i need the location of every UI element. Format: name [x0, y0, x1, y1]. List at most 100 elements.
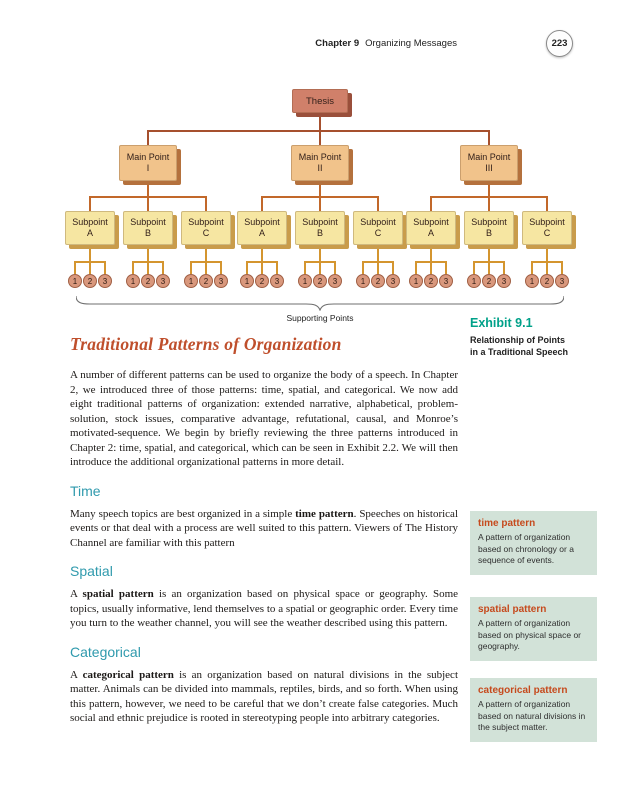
connector-line	[246, 262, 248, 274]
connector-line	[546, 245, 548, 262]
supporting-point-number: 2	[540, 274, 554, 288]
supporting-point-number: 1	[525, 274, 539, 288]
connector-line	[415, 262, 417, 274]
connector-line	[319, 131, 321, 145]
categorical-paragraph: A categorical pattern is an organization…	[70, 668, 458, 725]
connector-line	[89, 197, 91, 211]
page-number-badge: 223	[546, 30, 573, 57]
exhibit-number: Exhibit 9.1	[470, 316, 533, 330]
supporting-point-number: 2	[141, 274, 155, 288]
connector-line	[276, 262, 278, 274]
connector-line	[488, 262, 490, 274]
definition-term-spatial: spatial pattern	[478, 604, 547, 615]
connector-line	[147, 245, 149, 262]
connector-line	[261, 245, 263, 262]
supporting-point-number: 1	[409, 274, 423, 288]
connector-line	[147, 262, 149, 274]
supporting-point-number: 3	[555, 274, 569, 288]
connector-line	[362, 262, 364, 274]
connector-line	[319, 262, 321, 274]
connector-line	[430, 197, 432, 211]
connector-line	[319, 245, 321, 262]
connector-line	[104, 262, 106, 274]
connector-line	[531, 262, 533, 274]
connector-line	[430, 262, 432, 274]
connector-line	[319, 113, 321, 131]
article-title: Traditional Patterns of Organization	[70, 334, 342, 354]
supporting-point-number: 3	[328, 274, 342, 288]
definition-text-categorical: A pattern of organization based on natur…	[478, 699, 586, 732]
definition-box-time: time pattern A pattern of organization b…	[470, 511, 597, 575]
connector-line	[561, 262, 563, 274]
page-number: 223	[551, 38, 568, 49]
supporting-point-number: 3	[439, 274, 453, 288]
connector-line	[205, 245, 207, 262]
connector-line	[147, 131, 149, 145]
connector-line	[488, 181, 490, 197]
connector-line	[334, 262, 336, 274]
connector-line	[488, 197, 490, 211]
connector-line	[190, 262, 192, 274]
exhibit-caption-block: Exhibit 9.1 Relationship of Points in a …	[470, 316, 568, 358]
connector-line	[377, 245, 379, 262]
supporting-point-number: 1	[184, 274, 198, 288]
connector-line	[162, 262, 164, 274]
supporting-point-number: 2	[424, 274, 438, 288]
supporting-point-number: 3	[98, 274, 112, 288]
connector-line	[89, 245, 91, 262]
supporting-point-number: 1	[68, 274, 82, 288]
connector-line	[503, 262, 505, 274]
connector-line	[147, 181, 149, 197]
connector-line	[147, 197, 149, 211]
spatial-paragraph: A spatial pattern is an organization bas…	[70, 588, 459, 629]
supporting-point-number: 3	[214, 274, 228, 288]
supporting-point-number: 1	[240, 274, 254, 288]
definition-term-time: time pattern	[478, 518, 536, 529]
connector-line	[74, 262, 76, 274]
supporting-point-number: 3	[156, 274, 170, 288]
definition-term-categorical: categorical pattern	[478, 685, 568, 696]
supporting-point-number: 2	[83, 274, 97, 288]
supporting-point-number: 1	[356, 274, 370, 288]
connector-line	[319, 181, 321, 197]
exhibit-caption-line2: in a Traditional Speech	[470, 347, 569, 357]
supporting-point-number: 3	[497, 274, 511, 288]
chapter-title: Organizing Messages	[365, 38, 457, 49]
connector-line	[430, 245, 432, 262]
supporting-point-number: 2	[255, 274, 269, 288]
supporting-point-number: 3	[270, 274, 284, 288]
section-heading-categorical: Categorical	[70, 643, 141, 660]
connector-line	[445, 262, 447, 274]
connector-line	[220, 262, 222, 274]
connector-line	[546, 197, 548, 211]
connector-line	[147, 130, 490, 132]
connector-line	[89, 262, 91, 274]
connector-line	[132, 262, 134, 274]
connector-line	[377, 262, 379, 274]
connector-line	[473, 262, 475, 274]
supporting-point-number: 2	[313, 274, 327, 288]
supporting-point-number: 2	[482, 274, 496, 288]
main-text-column: Traditional Patterns of Organization A n…	[70, 334, 458, 732]
exhibit-caption-line1: Relationship of Points	[470, 335, 566, 345]
connector-line	[304, 262, 306, 274]
definition-box-spatial: spatial pattern A pattern of organizatio…	[470, 597, 597, 661]
supporting-point-number: 2	[199, 274, 213, 288]
definition-box-categorical: categorical pattern A pattern of organiz…	[470, 678, 597, 742]
connector-line	[261, 262, 263, 274]
definition-text-spatial: A pattern of organization based on physi…	[478, 618, 582, 651]
connector-line	[488, 131, 490, 145]
supporting-point-number: 1	[467, 274, 481, 288]
connector-line	[205, 262, 207, 274]
